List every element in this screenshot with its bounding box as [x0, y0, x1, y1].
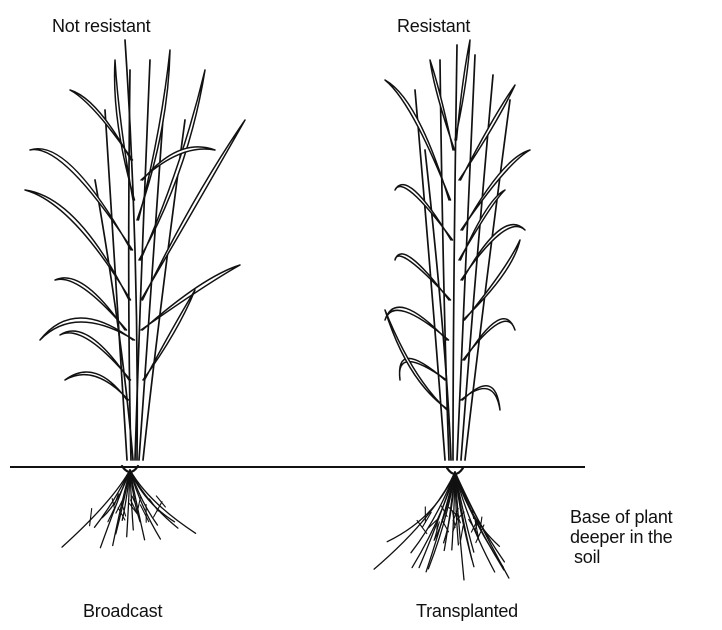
- leaf-blade: [430, 60, 455, 150]
- broadcast-rice-plant: [25, 40, 245, 460]
- root-line: [426, 472, 455, 572]
- root-branch: [140, 505, 148, 522]
- leaf-blade: [115, 60, 135, 200]
- root-branch: [156, 496, 165, 507]
- root-branch: [460, 526, 463, 544]
- stem-line: [453, 45, 457, 460]
- stem-line: [105, 110, 127, 460]
- note-line-2: deeper in the: [570, 527, 720, 547]
- leaf-blade: [395, 254, 451, 300]
- note-line-3: soil: [570, 547, 720, 567]
- root-crown: [447, 468, 463, 474]
- leaf-blade: [137, 50, 170, 220]
- leaf-blade: [463, 240, 520, 320]
- label-base-of-plant-note: Base of plant deeper in the soil: [570, 507, 720, 567]
- label-resistant: Resistant: [397, 16, 470, 36]
- stem-line: [465, 100, 510, 460]
- label-not-resistant: Not resistant: [52, 16, 150, 36]
- transplanted-plant-roots: [374, 468, 509, 580]
- root-line: [387, 472, 455, 542]
- label-broadcast: Broadcast: [83, 601, 162, 621]
- leaf-blade: [65, 372, 129, 400]
- root-line: [62, 470, 130, 547]
- label-transplanted: Transplanted: [416, 601, 518, 621]
- transplanted-rice-plant: [385, 40, 530, 460]
- root-branch: [90, 509, 92, 526]
- stem-line: [139, 90, 165, 460]
- broadcast-plant-roots: [62, 466, 196, 548]
- note-line-1: Base of plant: [570, 507, 720, 527]
